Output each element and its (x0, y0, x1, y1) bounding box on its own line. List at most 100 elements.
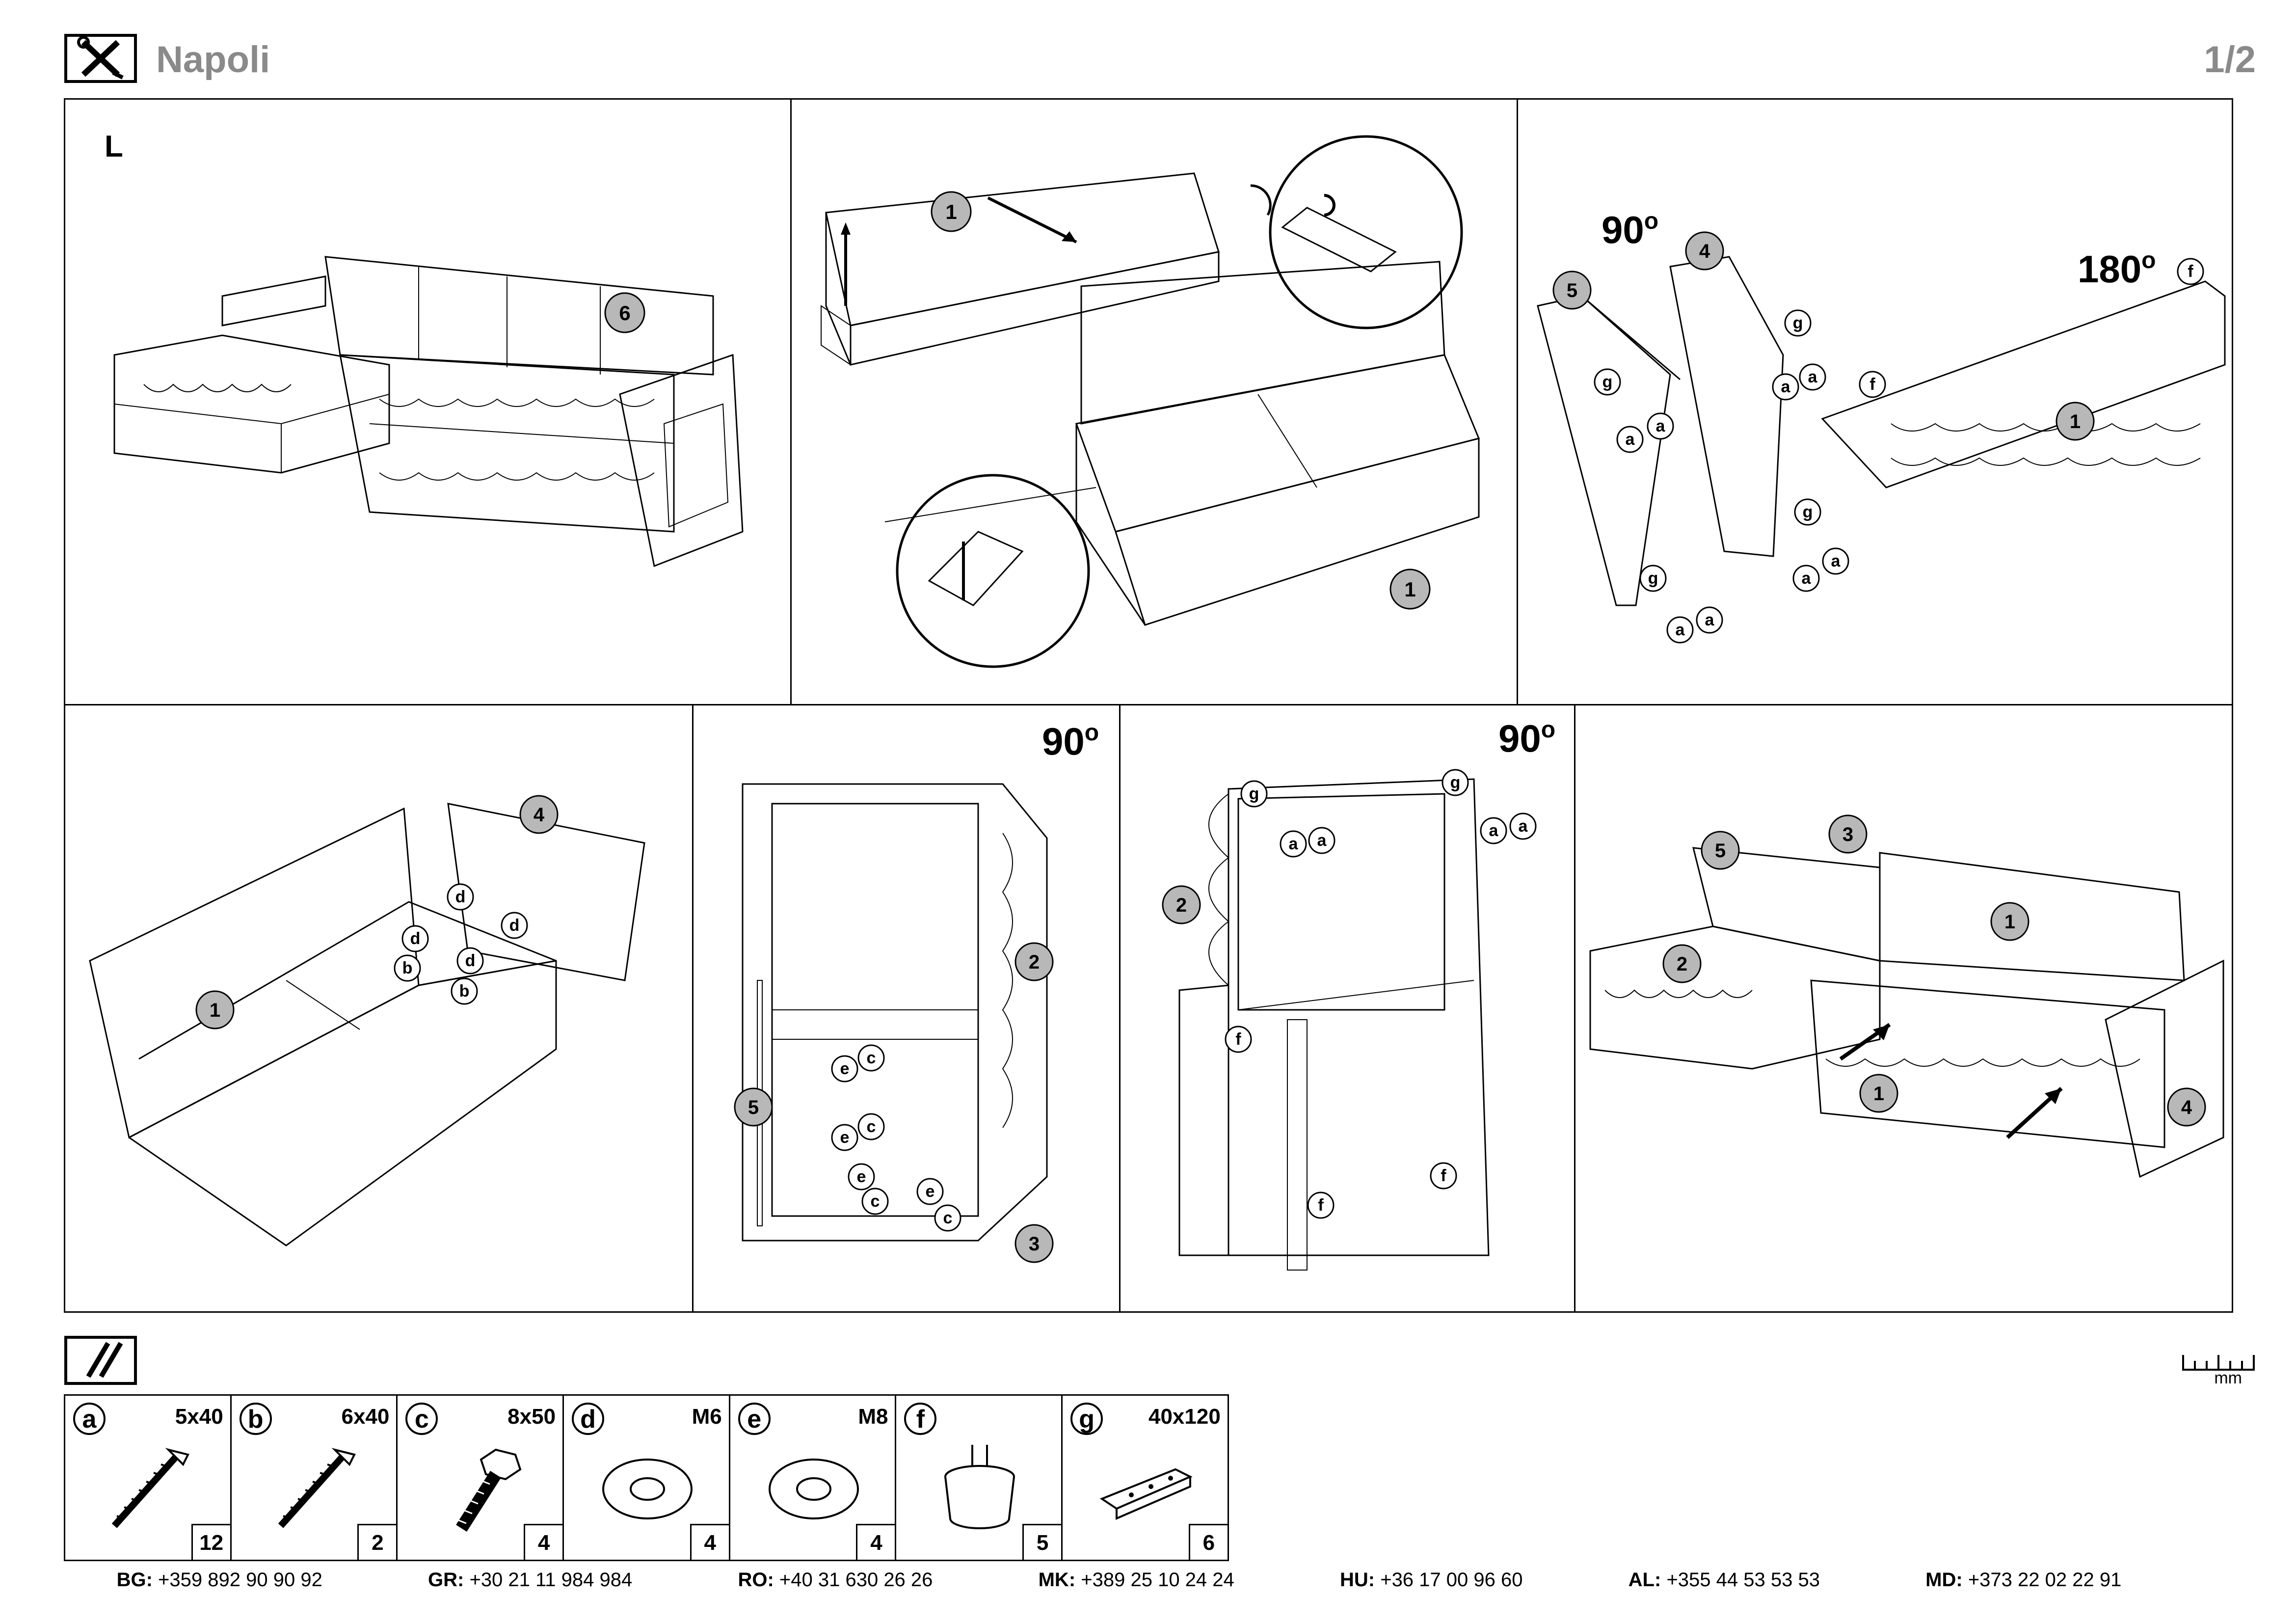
svg-text:f: f (1235, 1030, 1241, 1049)
svg-text:4: 4 (1699, 241, 1710, 262)
svg-text:a: a (1808, 368, 1818, 386)
svg-text:c: c (867, 1049, 876, 1067)
hinge-detail-zoom (1269, 135, 1463, 329)
hardware-size: 40x120 (1148, 1405, 1221, 1429)
hardware-quantity: 2 (357, 1524, 398, 1561)
corner-side-label: L (105, 130, 123, 163)
panels-hinge-illustration: 5 4 1 g a a g a a g a a g a a f f (1537, 231, 2226, 644)
hardware-quantity: 6 (1188, 1524, 1229, 1561)
phone-number: +359 892 90 90 92 (158, 1569, 322, 1591)
svg-text:a: a (1489, 821, 1499, 840)
svg-text:5: 5 (1567, 280, 1577, 301)
svg-text:1: 1 (210, 1000, 220, 1021)
hardware-item-a: a 5x40 12 (64, 1394, 232, 1561)
svg-text:a: a (1289, 835, 1299, 853)
hardware-letter: g (1070, 1403, 1103, 1435)
rotation-90-label: 90o (1602, 208, 1659, 251)
step-panel-7: 5 3 1 2 1 4 (1574, 704, 2233, 1313)
svg-text:g: g (1602, 373, 1613, 391)
svg-text:2: 2 (1176, 894, 1187, 916)
sofa-illustration: 6 (113, 256, 744, 568)
hinge-plate-icon (1092, 1440, 1200, 1541)
svg-text:1: 1 (1404, 578, 1415, 601)
svg-text:a: a (1626, 430, 1635, 449)
feet-assembly-illustration: 2 g a a g a a f f f (1162, 769, 1537, 1271)
wood-screw-icon (261, 1440, 369, 1541)
svg-text:e: e (926, 1182, 935, 1201)
svg-text:4: 4 (2181, 1097, 2192, 1118)
svg-text:c: c (867, 1117, 876, 1136)
hardware-item-g: g 40x120 6 (1061, 1394, 1229, 1561)
step-panel-3: 5 4 1 g a a g a a g a a g a a f f 90o 18… (1517, 98, 2233, 705)
svg-text:b: b (402, 959, 413, 977)
hardware-quantity: 12 (191, 1524, 232, 1561)
country-code: MD: (1925, 1569, 1963, 1591)
phone-number: +30 21 11 984 984 (469, 1569, 633, 1591)
svg-text:f: f (1318, 1196, 1324, 1215)
svg-text:d: d (465, 951, 476, 970)
step-panel-5: 2 5 3 e c e c e c e c 90o (692, 704, 1121, 1313)
step-panel-4: 4 1 d d d b d b (64, 704, 694, 1313)
svg-text:a: a (1831, 552, 1841, 570)
hardware-item-b: b 6x40 2 (230, 1394, 398, 1561)
svg-text:c: c (871, 1192, 880, 1211)
phone-number: +389 25 10 24 24 (1081, 1569, 1234, 1591)
svg-text:1: 1 (945, 200, 957, 223)
hardware-letter: a (73, 1403, 106, 1435)
hex-bolt-icon (427, 1440, 535, 1541)
hardware-size: M6 (692, 1405, 722, 1429)
hardware-size: 6x40 (341, 1405, 390, 1429)
svg-text:f: f (1869, 375, 1875, 394)
tools-icon (64, 34, 137, 83)
svg-text:g: g (1803, 503, 1813, 521)
step-panel-6: 2 g a a g a a f f f 90o (1119, 704, 1575, 1313)
hardware-quantity: 4 (690, 1524, 730, 1561)
svg-text:e: e (840, 1059, 850, 1078)
phone-number: +36 17 00 96 60 (1380, 1569, 1523, 1591)
svg-text:1: 1 (2004, 911, 2015, 933)
phone-number: +373 22 02 22 91 (1968, 1569, 2122, 1591)
hardware-item-e: e M8 4 (728, 1394, 897, 1561)
wood-screw-icon (95, 1440, 203, 1541)
step-panel-2: 1 1 (790, 98, 1518, 705)
svg-text:g: g (1249, 785, 1259, 803)
phone-number: +355 44 53 53 53 (1666, 1569, 1820, 1591)
svg-text:a: a (1781, 378, 1791, 396)
svg-text:4: 4 (534, 804, 545, 826)
svg-text:a: a (1705, 611, 1715, 629)
country-code: MK: (1038, 1569, 1076, 1591)
washer-icon (593, 1440, 701, 1541)
hardware-size: M8 (858, 1405, 888, 1429)
hardware-quantity: 5 (1022, 1524, 1063, 1561)
callout-6-label: 6 (619, 301, 630, 325)
svg-text:5: 5 (1715, 840, 1726, 862)
svg-text:g: g (1450, 773, 1461, 792)
hardware-size: 5x40 (175, 1405, 223, 1429)
contact-item: HU: +36 17 00 96 60 (1340, 1569, 1523, 1591)
svg-text:a: a (1317, 831, 1327, 850)
ruler-unit-label: mm (2214, 1369, 2242, 1387)
hardware-size: 8x50 (507, 1405, 556, 1429)
svg-text:c: c (943, 1209, 953, 1227)
svg-text:f: f (1441, 1166, 1446, 1185)
svg-text:1: 1 (1873, 1083, 1884, 1105)
hardware-letter: e (738, 1403, 771, 1435)
country-code: AL: (1628, 1569, 1661, 1591)
final-sofa-illustration: 5 3 1 2 1 4 (1589, 814, 2224, 1178)
storage-box-illustration: 1 1 (821, 135, 1480, 668)
hardware-letter: b (239, 1403, 272, 1435)
hardware-quantity: 4 (856, 1524, 897, 1561)
country-code: RO: (738, 1569, 774, 1591)
hardware-quantity: 4 (524, 1524, 564, 1561)
rotation-180-label: 180o (2078, 247, 2156, 291)
ruler-icon (2182, 1355, 2255, 1371)
svg-text:5: 5 (748, 1097, 759, 1118)
frame-assembly-illustration: 4 1 d d d b d b (89, 795, 645, 1246)
svg-text:e: e (857, 1167, 866, 1186)
document-title: Napoli (156, 39, 270, 81)
callout-6 (604, 292, 645, 333)
